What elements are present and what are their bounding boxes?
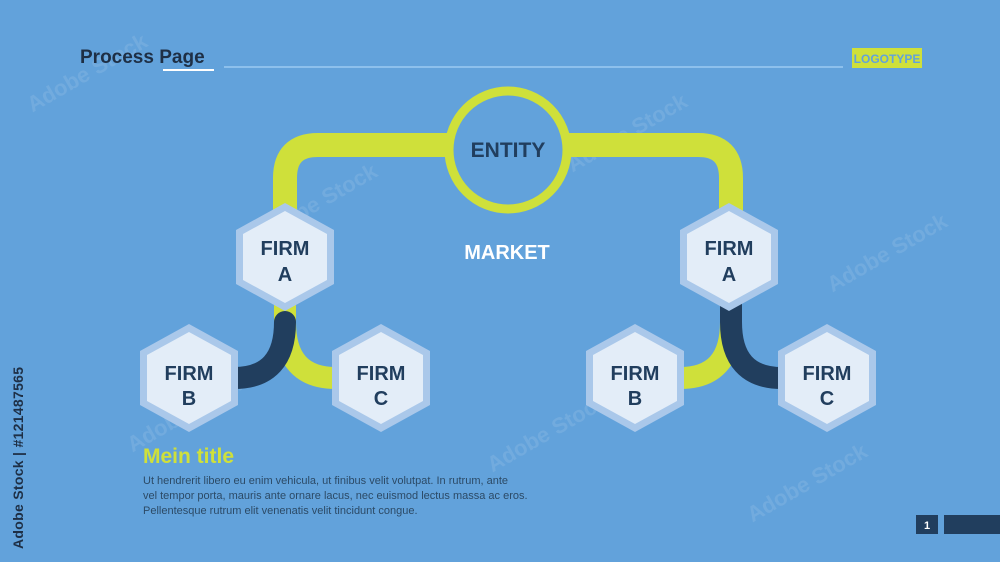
entity-node: ENTITY [444,86,572,214]
firm-letter: A [722,264,736,286]
connectors [223,133,793,389]
paragraph-line: vel tempor porta, mauris ante ornare lac… [143,490,528,502]
firm-name: FIRM [357,363,406,385]
firm-name: FIRM [611,363,660,385]
firm-name: FIRM [705,238,754,260]
connector-left-bus [273,133,459,227]
logo-text: LOGOTYPE [854,52,921,66]
page-number-badge [916,515,938,534]
content-paragraph: Ut hendrerit libero eu enim vehicula, ut… [143,474,603,519]
firm-name: FIRM [803,363,852,385]
firm-node-left-b: FIRM B [140,324,238,432]
entity-circle [444,86,572,214]
firm-node-left-c: FIRM C [332,324,430,432]
page-title-emphasis: Page [159,47,204,68]
firm-node-left-a: FIRM A [236,203,334,311]
footer-bar [944,515,1000,534]
market-label: MARKET [464,242,550,264]
firm-node-right-a: FIRM A [680,203,778,311]
firm-letter: C [820,388,834,410]
firm-name: FIRM [165,363,214,385]
firm-letter: B [628,388,642,410]
stock-credit: Adobe Stock | #121487565 [10,366,26,549]
firm-node-right-c: FIRM C [778,324,876,432]
paragraph-line: Ut hendrerit libero eu enim vehicula, ut… [143,475,509,487]
firm-node-right-b: FIRM B [586,324,684,432]
firm-letter: C [374,388,388,410]
page-number: 1 [924,520,930,532]
logo-badge [852,48,922,68]
firm-letter: B [182,388,196,410]
entity-label: ENTITY [471,139,546,162]
page-title: Process Page [80,47,205,68]
firm-letter: A [278,264,292,286]
connector-right-a-to-c [720,279,793,389]
connector-left-a-to-b [223,311,296,389]
paragraph-line: Pellentesque rutrum elit venenatis velit… [143,505,418,517]
firm-name: FIRM [261,238,310,260]
content-heading: Mein title [143,445,234,468]
connector-right-bus [556,133,743,227]
